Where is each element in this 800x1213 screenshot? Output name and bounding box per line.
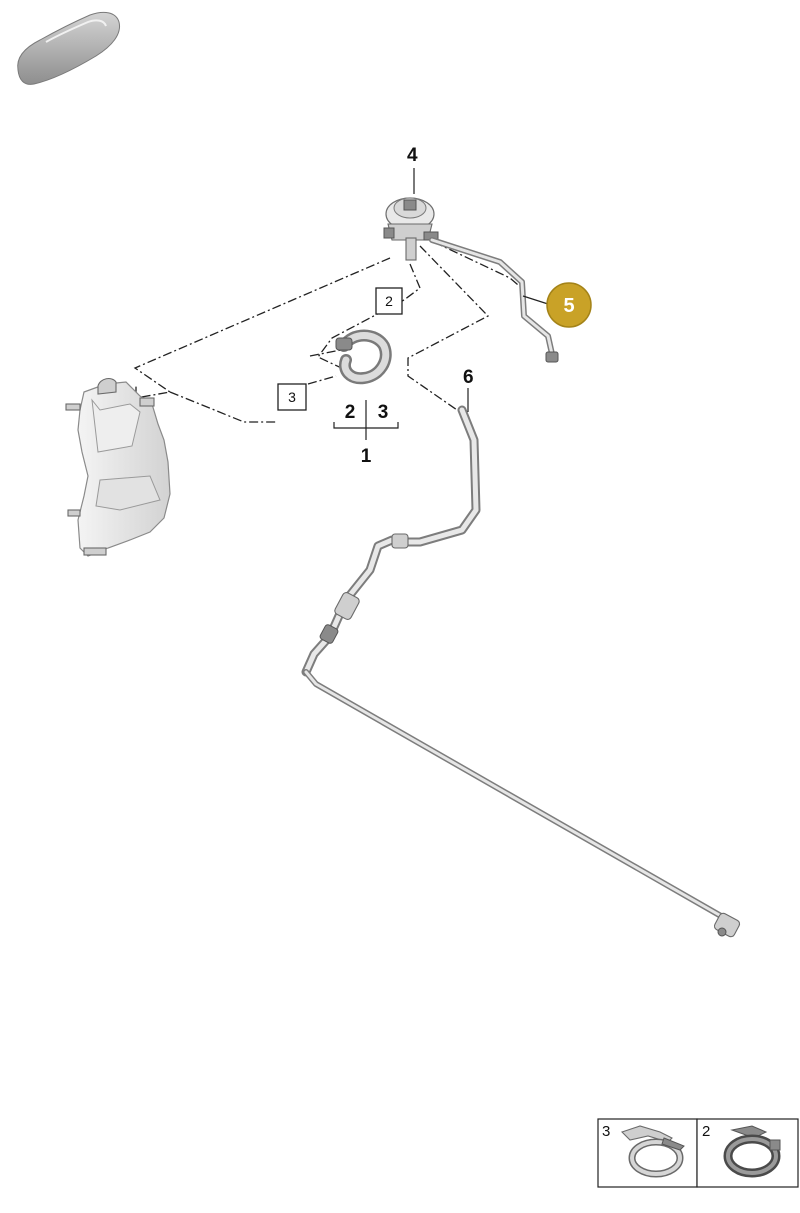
- long-hose-part-6: [301, 405, 741, 938]
- callout-6: 6: [463, 367, 474, 388]
- valve-unit: [383, 168, 439, 261]
- clamp-legend: 3 2: [597, 1118, 799, 1188]
- callout-1: 1: [361, 446, 372, 467]
- expansion-tank: [65, 377, 171, 557]
- group-label-3: 3: [378, 402, 389, 423]
- small-pipe: [429, 237, 559, 363]
- callout-5-highlight[interactable]: 5: [522, 282, 592, 328]
- boxed-ref-3-label: 3: [288, 389, 296, 405]
- group-label-2: 2: [345, 402, 356, 423]
- callout-5[interactable]: 5: [563, 295, 574, 317]
- legend-label-3: 3: [602, 1123, 610, 1140]
- car-silhouette-icon: [17, 11, 121, 85]
- legend-label-2: 2: [702, 1123, 710, 1140]
- callout-4: 4: [407, 145, 418, 166]
- boxed-ref-3: 3: [277, 383, 307, 411]
- hose-clamp-spring-icon: [620, 1125, 685, 1178]
- highlight-badge[interactable]: [546, 282, 592, 328]
- hose-part-1: [335, 329, 392, 385]
- boxed-ref-2-label: 2: [385, 293, 393, 309]
- boxed-ref-2: 2: [375, 287, 403, 315]
- group-bracket-1: 2 3 1: [333, 400, 399, 467]
- assembly-lines: [133, 241, 525, 423]
- hose-clamp-band-icon: [723, 1125, 781, 1178]
